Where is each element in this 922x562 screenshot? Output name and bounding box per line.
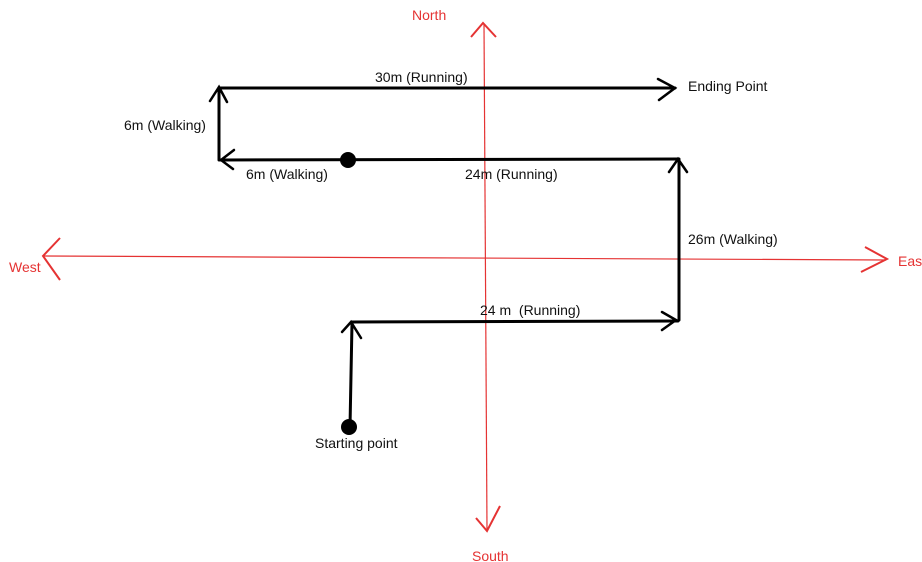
midway-point-dot [340, 152, 356, 168]
arrowhead-east-2 [656, 77, 678, 102]
segment-west-30m [218, 157, 681, 162]
south-arrowhead [475, 505, 501, 533]
west-label: West [9, 259, 41, 275]
segment-label-top: 30m (Running) [375, 69, 468, 85]
start-point-dot [341, 419, 357, 435]
end-point-label: Ending Point [688, 78, 768, 94]
arrowhead-east-1 [660, 310, 679, 332]
compass-axes [41, 21, 890, 533]
route-path [208, 77, 689, 429]
west-arrowhead [41, 237, 61, 281]
arrowhead-west-1 [218, 148, 236, 171]
east-label: East [898, 253, 922, 269]
segment-east-24m [350, 319, 680, 324]
segment-label-left-lower: 6m (Walking) [246, 166, 328, 182]
segment-label-middle: 24m (Running) [465, 166, 558, 182]
north-label: North [412, 7, 446, 23]
east-arrowhead [860, 246, 890, 273]
segment-start-north [348, 321, 354, 429]
segment-label-bottom: 24 m (Running) [480, 302, 580, 318]
north-arrowhead [470, 21, 497, 38]
segment-label-left-vertical: 6m (Walking) [124, 117, 206, 133]
south-label: South [472, 548, 509, 562]
segment-label-right-vertical: 26m (Walking) [688, 231, 778, 247]
north-south-axis [483, 23, 488, 531]
west-east-axis [43, 255, 887, 261]
start-point-label: Starting point [315, 435, 398, 451]
